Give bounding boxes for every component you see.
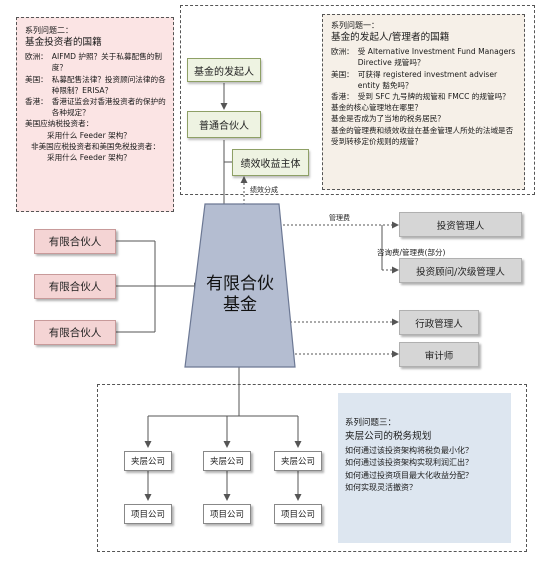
- investor-nationality-panel: 系列问题二： 基金投资者的国籍 欧洲：AIFMD 护照？关于私募配售的制度？ 美…: [16, 17, 174, 212]
- region-row-us: 美国：可获得 registered investment adviser ent…: [331, 69, 498, 90]
- panel-title: 夹层公司的税务规划: [345, 430, 432, 442]
- transfer-pricing-question: 基金的管理费和绩效收益在基金管理人所处的法域是否受到转移定价规则的规管？: [331, 125, 514, 146]
- tax-residency-question: 基金是否成为了当地的税务居民？: [331, 114, 445, 124]
- region-row-europe: 欧洲：AIFMD 护照？关于私募配售的制度？: [25, 52, 162, 73]
- limited-partner-node: 有限合伙人: [34, 229, 116, 254]
- project-company-node: 项目公司: [203, 504, 251, 524]
- taxed-investor-question: 采用什么 Feeder 架构？: [47, 130, 131, 140]
- investment-advisor-node: 投资顾问/次级管理人: [399, 258, 522, 283]
- region-row-hk: 香港：香港证监会对香港投资者的保护的各种规定？: [25, 97, 166, 118]
- holdco-tax-panel: 系列问题三： 夹层公司的税务规划 如何通过该投资架构将税负最小化？ 如何通过该投…: [338, 393, 511, 543]
- sponsor-nationality-panel: 系列问题一： 基金的发起人/管理者的国籍 欧洲：受 Alternative In…: [322, 14, 525, 190]
- question-line: 如何通过投资项目最大化收益分配？: [345, 470, 473, 480]
- management-location-question: 基金的核心管理地在哪里？: [331, 103, 423, 113]
- bottom-dashed-region: [97, 384, 527, 552]
- mgmt-fee-label: 管理费: [329, 214, 350, 222]
- panel-title: 基金投资者的国籍: [25, 37, 102, 49]
- holdco-node: 夹层公司: [274, 451, 322, 471]
- region-row-hk: 香港：受到 SFC 九号牌的规管和 FMCC 的规管吗？: [331, 92, 510, 102]
- panel-title: 基金的发起人/管理者的国籍: [331, 32, 450, 44]
- question-line: 如何通过该投资架构将税负最小化？: [345, 445, 473, 455]
- limited-partner-node: 有限合伙人: [34, 274, 116, 299]
- holdco-node: 夹层公司: [124, 451, 172, 471]
- panel-heading: 系列问题一：: [331, 21, 379, 30]
- holdco-node: 夹层公司: [203, 451, 251, 471]
- fund-label: 有限合伙 基金: [206, 274, 274, 315]
- top-dashed-region: [180, 5, 535, 195]
- investment-manager-node: 投资管理人: [399, 212, 522, 237]
- project-company-node: 项目公司: [124, 504, 172, 524]
- general-partner-node: 普通合伙人: [187, 111, 261, 138]
- carry-share-label: 绩效分成: [250, 186, 278, 194]
- panel-heading: 系列问题二：: [25, 26, 73, 35]
- administrator-node: 行政管理人: [399, 310, 479, 335]
- fund-shape: [184, 203, 296, 368]
- question-line: 如何实现灵活撤资？: [345, 483, 417, 492]
- region-row-europe: 欧洲：受 Alternative Investment Fund Manager…: [331, 47, 516, 68]
- carry-entity-node: 绩效收益主体: [232, 149, 309, 176]
- project-company-node: 项目公司: [274, 504, 322, 524]
- question-line: 如何通过该投资架构实现利润汇出？: [345, 458, 473, 467]
- limited-partner-node: 有限合伙人: [34, 320, 116, 345]
- taxed-investor-heading: 美国应纳税投资者：: [25, 119, 94, 129]
- region-row-us: 美国：私募配售法律？投资顾问法律的各种限制？ERISA？: [25, 74, 166, 95]
- sponsor-node: 基金的发起人: [187, 58, 261, 82]
- exempt-investor-question: 采用什么 Feeder 架构？: [47, 153, 131, 163]
- auditor-node: 审计师: [399, 342, 479, 367]
- advisory-fee-label: 咨询费/管理费(部分): [377, 248, 446, 257]
- panel-heading: 系列问题三：: [345, 418, 397, 428]
- exempt-investor-heading: 非美国应税投资者和美国免税投资者：: [31, 141, 161, 151]
